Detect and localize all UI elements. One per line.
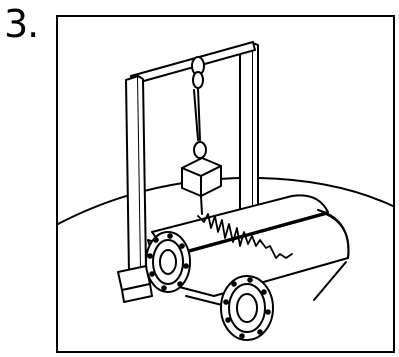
left-drum (145, 231, 191, 293)
seismograph-illustration (58, 41, 393, 341)
right-drum (220, 275, 274, 341)
item-number: 3. (4, 2, 39, 46)
illustration-frame (56, 15, 395, 353)
drum-assembly (145, 194, 350, 341)
seismic-trace (197, 213, 293, 259)
suspension (191, 56, 205, 141)
weight-block (181, 141, 222, 215)
left-post (117, 75, 153, 303)
